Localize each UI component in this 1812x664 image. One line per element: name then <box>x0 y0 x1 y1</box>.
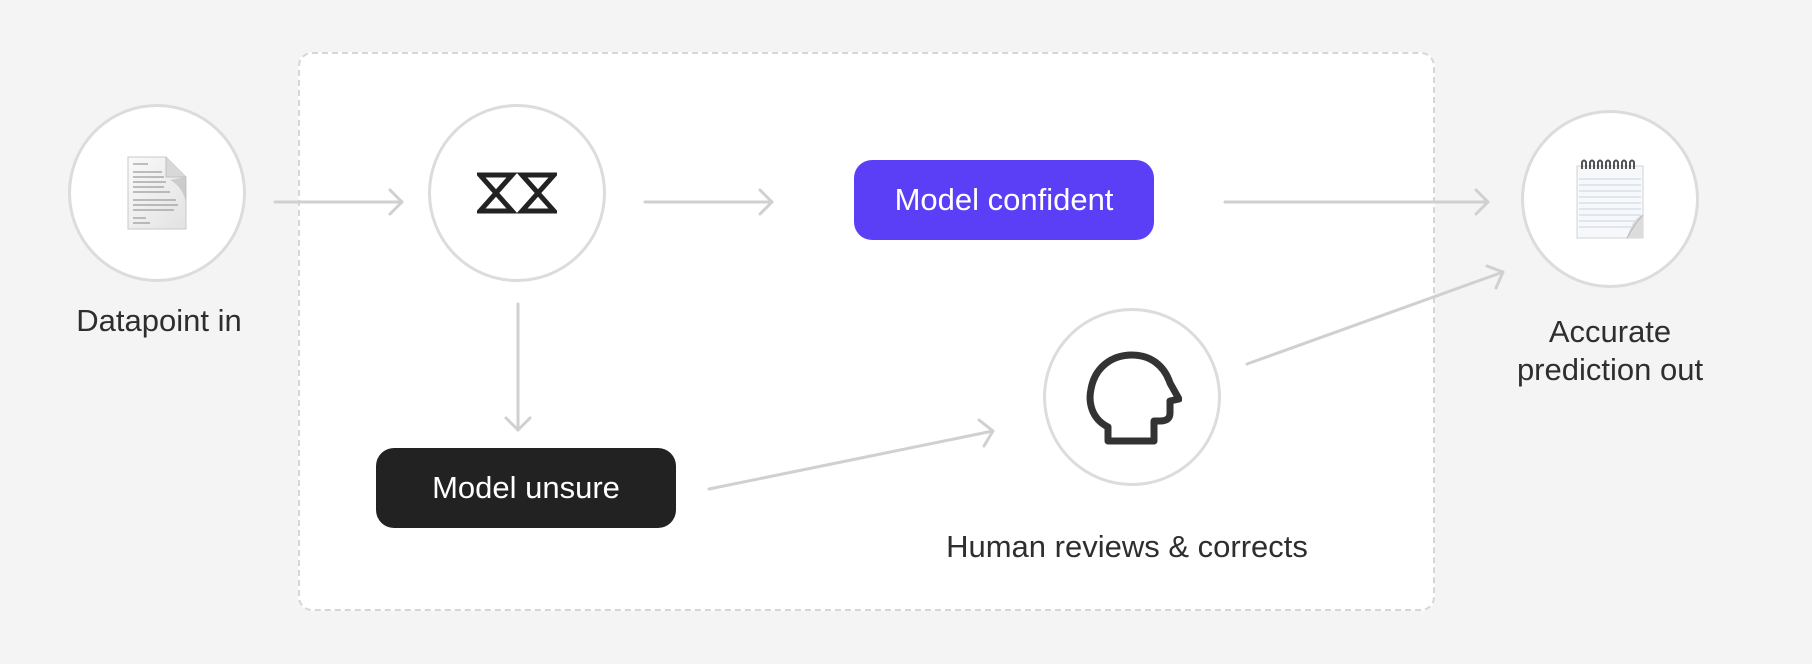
document-icon <box>126 156 188 230</box>
model-unsure-badge: Model unsure <box>376 448 676 528</box>
human-node <box>1043 308 1221 486</box>
model-node <box>428 104 606 282</box>
arrow-human-to-output <box>1245 264 1505 366</box>
output-node <box>1521 110 1699 288</box>
arrow-model-to-confident <box>643 188 774 216</box>
output-label-line2: prediction out <box>1516 352 1704 387</box>
output-label: Accurate prediction out <box>1485 313 1735 389</box>
notepad-icon <box>1575 159 1645 239</box>
human-head-icon <box>1082 349 1182 445</box>
input-node <box>68 104 246 282</box>
input-label: Datapoint in <box>76 303 242 338</box>
output-label-line1: Accurate <box>1548 314 1672 349</box>
hourglass-pair-icon <box>477 172 557 214</box>
arrow-unsure-to-human <box>707 418 995 491</box>
arrow-confident-to-output <box>1223 188 1490 216</box>
model-confident-badge: Model confident <box>854 160 1154 240</box>
arrow-input-to-model <box>273 188 404 216</box>
arrow-model-to-unsure <box>504 302 532 432</box>
human-label: Human reviews & corrects <box>946 529 1308 564</box>
